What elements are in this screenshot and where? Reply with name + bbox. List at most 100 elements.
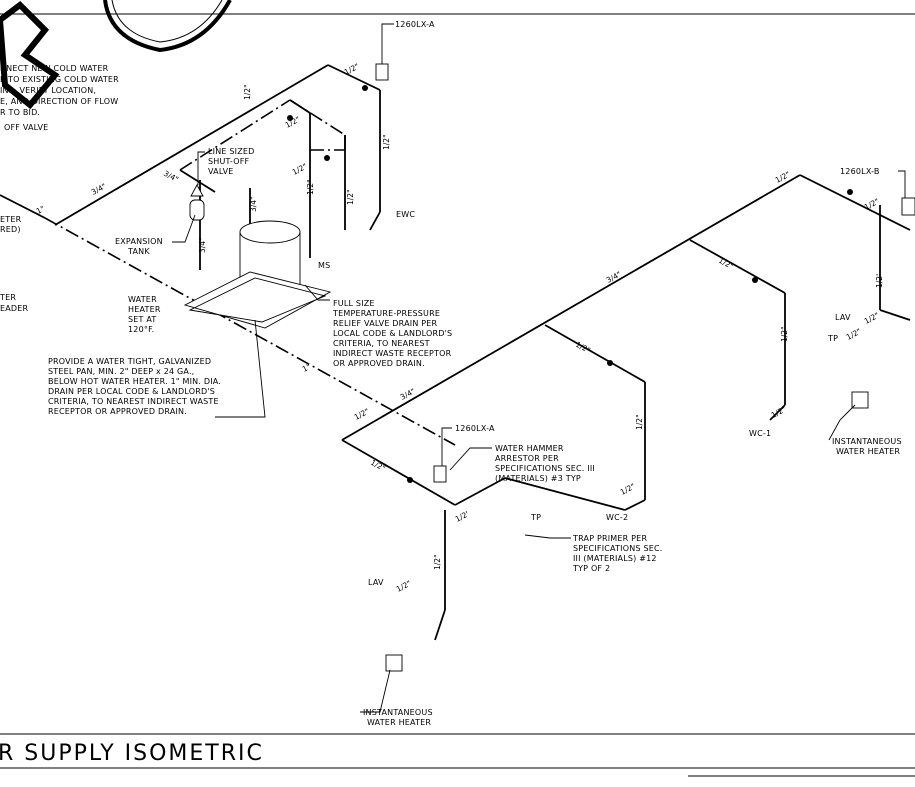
- note-trap-primer: TRAP PRIMER PER SPECIFICATIONS SEC. III …: [572, 534, 663, 573]
- tag-ms: MS: [318, 261, 330, 270]
- svg-text:1/2": 1/2": [291, 162, 309, 177]
- note-water-heater: WATER HEATER SET AT 120°F.: [128, 295, 161, 334]
- svg-text:1/2": 1/2": [717, 256, 735, 271]
- svg-text:SHUT-OFF: SHUT-OFF: [208, 157, 250, 166]
- svg-text:DRAIN PER LOCAL CODE & LANDLOR: DRAIN PER LOCAL CODE & LANDLORD'S: [48, 387, 215, 396]
- note-inst-heater-right: INSTANTANEOUS WATER HEATER: [832, 437, 902, 456]
- arrestor-box-a-mid: [433, 465, 447, 483]
- svg-text:1/2": 1/2": [353, 407, 371, 422]
- svg-text:BELOW HOT WATER HEATER. 1" MIN: BELOW HOT WATER HEATER. 1" MIN. DIA.: [48, 377, 221, 386]
- cold-water-piping: [0, 64, 381, 270]
- svg-text:1/2": 1/2": [395, 579, 413, 594]
- svg-text:1/2": 1/2": [369, 458, 387, 473]
- note-water-hammer: WATER HAMMER ARRESTOR PER SPECIFICATIONS…: [495, 444, 595, 483]
- svg-text:1/2": 1/2": [845, 327, 863, 342]
- tag-arrestor-a-top: 1260LX-A: [395, 20, 435, 29]
- svg-text:120°F.: 120°F.: [128, 325, 154, 334]
- note-top-left-line-1: NNECT NEW COLD WATER: [0, 64, 109, 73]
- svg-text:1/2": 1/2": [863, 197, 881, 212]
- svg-text:1/2": 1/2": [433, 554, 442, 570]
- note-meter-1: ETER: [0, 215, 22, 224]
- svg-text:FULL SIZE: FULL SIZE: [333, 299, 375, 308]
- svg-text:WATER HEATER: WATER HEATER: [367, 718, 431, 727]
- svg-text:INDIRECT WASTE RECEPTOR: INDIRECT WASTE RECEPTOR: [333, 349, 452, 358]
- note-inst-heater-bottom: INSTANTANEOUS WATER HEATER: [363, 708, 433, 727]
- svg-text:PROVIDE A WATER TIGHT, GALVANI: PROVIDE A WATER TIGHT, GALVANIZED: [48, 357, 211, 366]
- svg-text:LOCAL CODE & LANDLORD'S: LOCAL CODE & LANDLORD'S: [333, 329, 452, 338]
- note-shutoff-left: OFF VALVE: [4, 123, 48, 132]
- svg-text:HEATER: HEATER: [128, 305, 161, 314]
- note-header-1: TER: [0, 293, 16, 302]
- inst-heater-box-bottom: [385, 654, 403, 672]
- water-heater-tank: [183, 220, 332, 329]
- svg-text:1": 1": [35, 204, 46, 216]
- arrestor-box-a-top: [375, 63, 389, 81]
- svg-text:3/4": 3/4": [162, 169, 180, 184]
- svg-text:WATER: WATER: [128, 295, 157, 304]
- tag-wc-2: WC-2: [606, 513, 628, 522]
- svg-text:RELIEF VALVE DRAIN PER: RELIEF VALVE DRAIN PER: [333, 319, 438, 328]
- svg-text:1/2": 1/2": [619, 482, 637, 497]
- svg-text:1/2": 1/2": [635, 414, 644, 430]
- svg-text:3/4": 3/4": [198, 237, 207, 253]
- drawing-title: R SUPPLY ISOMETRIC: [0, 741, 264, 766]
- tag-lav-bottom: LAV: [368, 578, 384, 587]
- note-top-left-line-2: E TO EXISTING COLD WATER: [0, 75, 119, 84]
- svg-text:1/2": 1/2": [243, 84, 252, 100]
- svg-text:1/2": 1/2": [382, 134, 391, 150]
- note-relief-valve: FULL SIZE TEMPERATURE-PRESSURE RELIEF VA…: [332, 299, 452, 368]
- svg-text:LINE SIZED: LINE SIZED: [208, 147, 255, 156]
- svg-text:CRITERIA, TO NEAREST INDIRECT: CRITERIA, TO NEAREST INDIRECT WASTE: [48, 397, 219, 406]
- tag-tp-right: TP: [827, 334, 838, 343]
- svg-text:3/4": 3/4": [399, 387, 417, 402]
- svg-text:INSTANTANEOUS: INSTANTANEOUS: [832, 437, 902, 446]
- note-top-left-line-3: INS. VERIFY LOCATION,: [0, 86, 96, 95]
- svg-text:STEEL PAN, MIN. 2" DEEP x 24 G: STEEL PAN, MIN. 2" DEEP x 24 GA.,: [48, 367, 194, 376]
- tag-ewc: EWC: [396, 210, 415, 219]
- svg-text:1/2": 1/2": [863, 311, 881, 326]
- svg-text:1/2": 1/2": [343, 62, 361, 77]
- tag-tp-bottom: TP: [530, 513, 541, 522]
- svg-text:III (MATERIALS) #12: III (MATERIALS) #12: [573, 554, 657, 563]
- svg-text:SPECIFICATIONS SEC. III: SPECIFICATIONS SEC. III: [495, 464, 595, 473]
- svg-text:WATER HAMMER: WATER HAMMER: [495, 444, 564, 453]
- svg-text:TYP OF 2: TYP OF 2: [572, 564, 610, 573]
- svg-text:(MATERIALS) #3 TYP: (MATERIALS) #3 TYP: [495, 474, 581, 483]
- tag-wc-1: WC-1: [749, 429, 771, 438]
- leader-lines: [172, 23, 906, 713]
- note-line-sized-valve: LINE SIZED SHUT-OFF VALVE: [208, 147, 255, 176]
- note-pan: PROVIDE A WATER TIGHT, GALVANIZED STEEL …: [48, 357, 221, 416]
- svg-text:1/2": 1/2": [306, 179, 315, 195]
- svg-text:OR APPROVED DRAIN.: OR APPROVED DRAIN.: [333, 359, 425, 368]
- svg-text:TANK: TANK: [127, 247, 150, 256]
- engineer-seal-stamp: [0, 0, 232, 110]
- tag-lav-right: LAV: [835, 313, 851, 322]
- expansion-tank: [189, 184, 205, 221]
- pipe-size-labels: 1/2" 1/2" 1/2" 1/2" 1/2" 1/2" 1/2" 3/4" …: [35, 62, 884, 594]
- hot-water-piping: [44, 99, 911, 641]
- note-expansion-tank: EXPANSION TANK: [115, 237, 163, 256]
- inst-heater-box-right: [851, 391, 869, 409]
- svg-text:TRAP PRIMER PER: TRAP PRIMER PER: [572, 534, 647, 543]
- svg-text:1/2": 1/2": [284, 115, 302, 130]
- svg-text:1/2': 1/2': [875, 274, 884, 288]
- svg-text:3/4": 3/4": [249, 196, 258, 212]
- svg-text:1/2": 1/2": [774, 170, 792, 185]
- svg-text:1/2": 1/2": [346, 189, 355, 205]
- note-top-left-line-4: E, AND DIRECTION OF FLOW: [0, 97, 118, 106]
- svg-text:3/4": 3/4": [90, 182, 108, 197]
- note-meter-2: RED): [0, 225, 21, 234]
- svg-text:SET AT: SET AT: [128, 315, 157, 324]
- svg-text:TEMPERATURE-PRESSURE: TEMPERATURE-PRESSURE: [332, 309, 440, 318]
- svg-text:SPECIFICATIONS SEC.: SPECIFICATIONS SEC.: [573, 544, 663, 553]
- svg-text:ARRESTOR PER: ARRESTOR PER: [495, 454, 559, 463]
- tag-arrestor-b: 1260LX-B: [840, 167, 880, 176]
- svg-text:VALVE: VALVE: [208, 167, 234, 176]
- svg-text:1/2": 1/2": [770, 405, 788, 420]
- svg-text:INSTANTANEOUS: INSTANTANEOUS: [363, 708, 433, 717]
- note-top-left-line-5: R TO BID.: [0, 108, 40, 117]
- arrestor-box-b: [901, 197, 915, 216]
- note-header-2: EADER: [0, 304, 29, 313]
